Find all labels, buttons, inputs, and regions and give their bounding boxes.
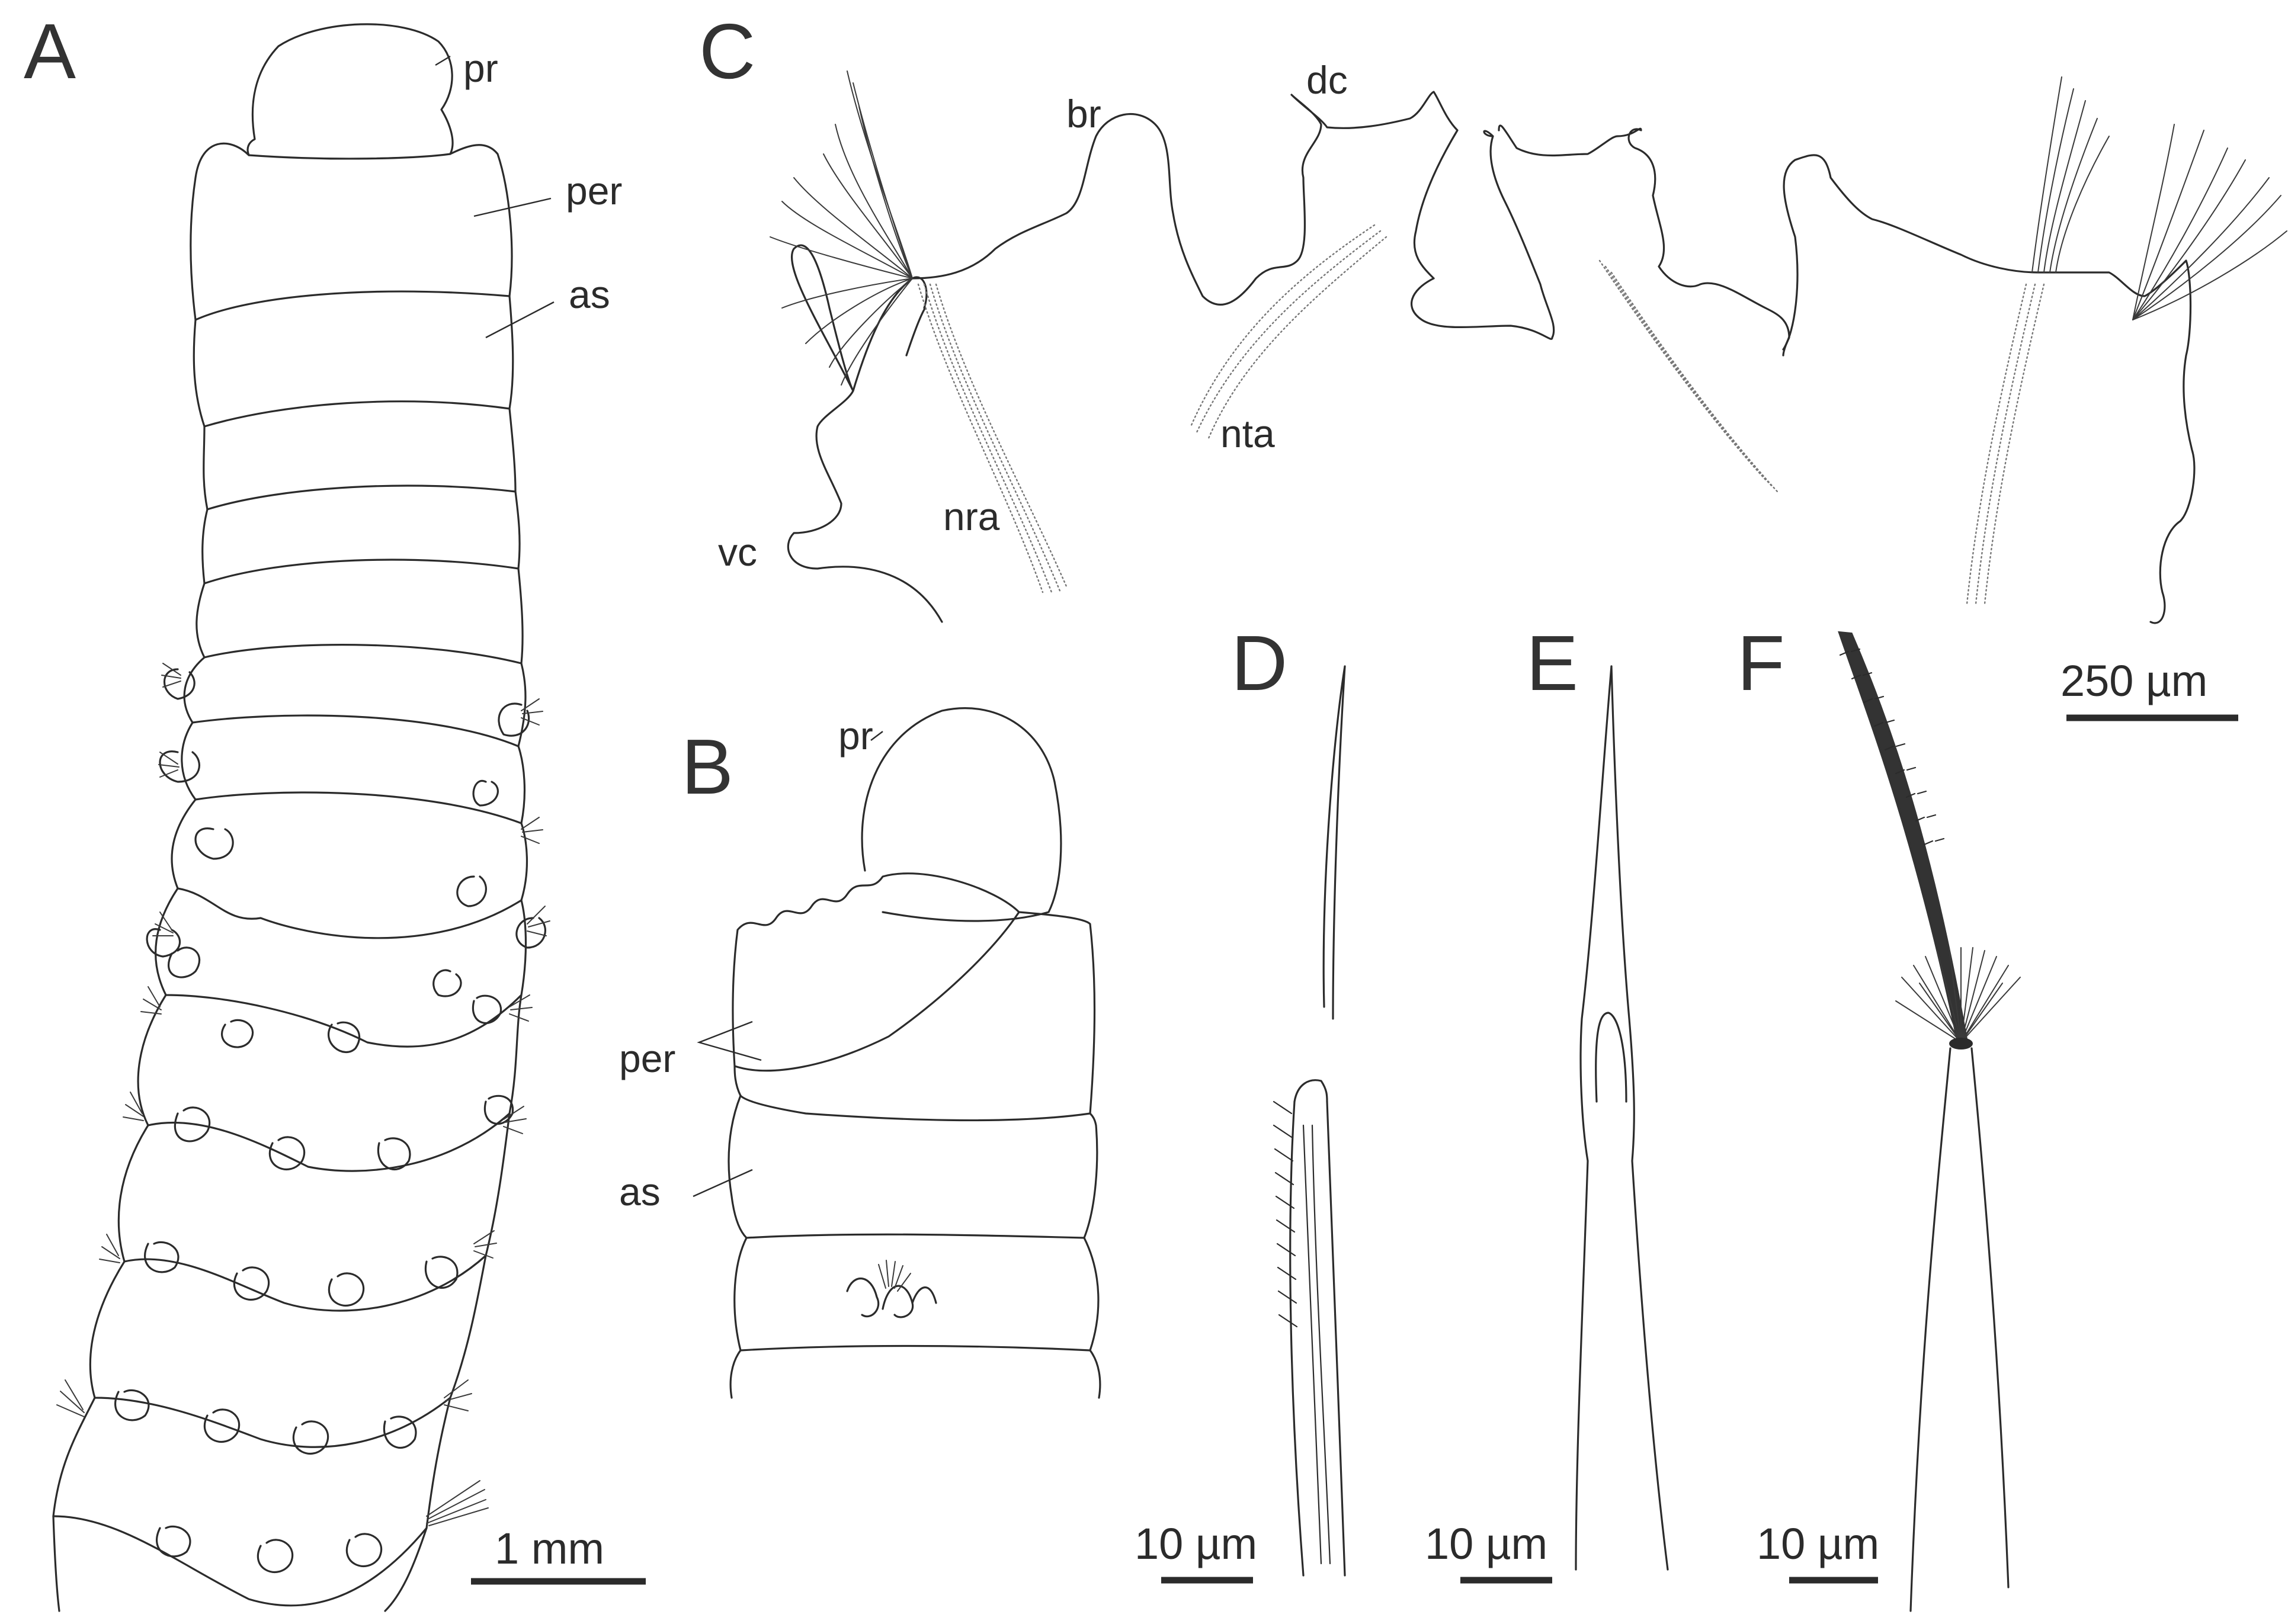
panel-f-blade <box>1838 631 1969 1044</box>
panel-f-shaft-right <box>1970 1047 2010 1588</box>
panel-a-segment-6 <box>181 721 526 824</box>
panel-d-chaeta-joint <box>1293 1079 1328 1103</box>
panel-b-label-as: as <box>619 1170 661 1214</box>
panel-d-chaeta-shaft <box>1289 1100 1346 1577</box>
panel-a-as-leader <box>485 301 555 339</box>
panel-d-inner-lines <box>1302 1124 1331 1565</box>
panel-a-segment-3 <box>201 490 521 585</box>
panel-c-label-vc: vc <box>718 530 757 574</box>
panel-a-letter: A <box>24 8 76 95</box>
panel-f-fan <box>1895 947 2021 1043</box>
panel-a-segment-1 <box>193 295 514 428</box>
panel-c-central-lobe <box>1411 130 1555 340</box>
panel-f: F 10 µm <box>1737 620 2021 1612</box>
panel-a-chaetae <box>56 663 550 1526</box>
panel-c-right-chaetae <box>2031 76 2287 320</box>
panel-c-aciculae <box>917 224 2045 605</box>
panel-b-peristomium-ventral <box>733 911 1096 1122</box>
panel-a-prostomium <box>246 23 454 160</box>
panel-d: D 10 µm <box>1135 620 1346 1584</box>
panel-a-segment-4 <box>196 567 524 665</box>
panel-f-serrations <box>1839 648 1945 846</box>
panel-d-scale-label: 10 µm <box>1135 1519 1257 1568</box>
panel-e-chaeta-right <box>1610 665 1669 1571</box>
panel-b-prostomium <box>861 707 1062 922</box>
panel-d-spines <box>1273 1100 1298 1328</box>
panel-a-segment-10 <box>117 1112 511 1312</box>
panel-f-letter: F <box>1737 620 1785 707</box>
panel-c-right-parapodium <box>1782 154 2196 624</box>
panel-a-label-pr: pr <box>463 46 498 90</box>
panel-b: B pr per as <box>619 707 1101 1399</box>
panel-f-shaft-left <box>1909 1047 1951 1612</box>
panel-d-letter: D <box>1231 620 1287 707</box>
panel-a-segment-2 <box>203 407 517 511</box>
panel-b-label-per: per <box>619 1036 675 1080</box>
panel-a-segment-11 <box>89 1254 487 1448</box>
panel-b-segment-2 <box>733 1237 1100 1352</box>
panel-c-label-br: br <box>1066 92 1101 136</box>
panel-a-per-leader <box>473 197 552 217</box>
panel-a-segment-8 <box>154 887 527 1048</box>
panel-c-left-parapodium <box>787 244 943 623</box>
panel-b-as-leader <box>693 1169 753 1198</box>
panel-e-chaeta <box>1575 665 1613 1571</box>
panel-f-scale-label: 10 µm <box>1757 1519 1879 1568</box>
panel-e: E 10 µm <box>1425 620 1669 1584</box>
panel-d-chaeta-blade <box>1322 665 1346 1020</box>
panel-e-scale-label: 10 µm <box>1425 1519 1547 1568</box>
panel-a-label-per: per <box>566 169 622 213</box>
panel-b-segment-3 <box>729 1349 1101 1399</box>
panel-e-inner-tip <box>1595 1012 1627 1103</box>
panel-f-joint <box>1949 1038 1973 1049</box>
panel-c-label-nta: nta <box>1220 412 1275 455</box>
panel-b-peristomium <box>732 872 1020 1072</box>
panel-c-left-dorsal <box>911 91 1459 306</box>
panel-c-left-chaetae <box>770 70 913 386</box>
panel-c-scale-label: 250 µm <box>2061 656 2207 705</box>
panel-a: A <box>24 8 646 1612</box>
panel-b-letter: B <box>681 723 733 810</box>
panel-c-label-nra: nra <box>943 495 1000 538</box>
panel-a-label-as: as <box>569 272 610 316</box>
panel-e-letter: E <box>1526 620 1578 707</box>
panel-c: C <box>699 8 2287 721</box>
panel-c-right-dorsal <box>1498 124 1790 357</box>
panel-a-segment-7 <box>171 798 528 939</box>
panel-a-segment-12-bottom <box>52 1515 428 1607</box>
panel-b-parapodium <box>846 1278 937 1318</box>
panel-b-segment-1 <box>728 1095 1098 1239</box>
panel-a-segment-5 <box>183 656 527 747</box>
panel-a-peristomium <box>190 142 513 321</box>
panel-a-scale-label: 1 mm <box>495 1524 604 1573</box>
panel-a-pr-leader <box>435 55 451 66</box>
panel-a-segment-12 <box>52 1397 451 1612</box>
panel-c-letter: C <box>699 8 755 95</box>
panel-c-label-dc: dc <box>1306 58 1348 102</box>
panel-b-per-leader <box>697 1020 762 1061</box>
panel-a-segment-9 <box>137 994 523 1172</box>
panel-a-parapodia <box>114 668 546 1574</box>
panel-b-pr-leader <box>870 731 883 741</box>
panel-b-chaetae <box>878 1260 911 1292</box>
panel-b-label-pr: pr <box>838 714 873 758</box>
